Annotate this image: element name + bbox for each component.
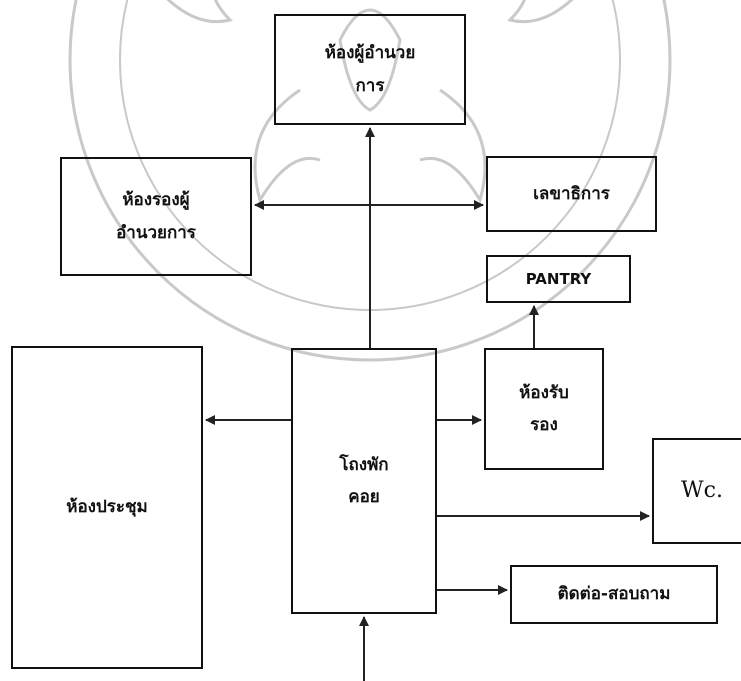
meeting-room-label: ห้องประชุม: [66, 497, 148, 518]
deputy-room-label-1: ห้องรองผู้: [122, 190, 190, 211]
director-room-box: ห้องผู้อำนวยการ: [274, 14, 466, 125]
lobby-box: โถงพักคอย: [291, 348, 437, 614]
reception-room-box: ห้องรับรอง: [484, 348, 604, 470]
secretary-label: เลขาธิการ: [533, 183, 610, 204]
meeting-room-box: ห้องประชุม: [11, 346, 203, 669]
lobby-label-2: คอย: [348, 487, 380, 507]
seal-flourish-right: [507, 0, 574, 24]
reception-label-1: ห้องรับ: [519, 382, 569, 403]
seal-outer-ring: [68, 0, 672, 362]
reception-label-2: รอง: [530, 415, 558, 435]
seal-ornament-left: [253, 88, 321, 204]
seal-flourish-left: [166, 0, 233, 24]
director-room-label-1: ห้องผู้อำนวย: [324, 43, 416, 64]
pantry-box: PANTRY: [486, 255, 631, 303]
seal-ornament-right: [419, 88, 487, 204]
secretary-box: เลขาธิการ: [486, 156, 657, 232]
wc-box: Wc.: [652, 438, 741, 544]
pantry-label: PANTRY: [525, 269, 592, 288]
deputy-room-label-2: อำนวยการ: [116, 222, 196, 243]
director-room-label-2: การ: [355, 75, 385, 96]
inquiry-box: ติดต่อ-สอบถาม: [510, 565, 718, 624]
deputy-director-room-box: ห้องรองผู้อำนวยการ: [60, 157, 252, 276]
wc-label: Wc.: [681, 478, 723, 504]
seal-emblem: [338, 8, 402, 112]
inquiry-label: ติดต่อ-สอบถาม: [557, 584, 671, 605]
lobby-label-1: โถงพัก: [339, 454, 389, 475]
